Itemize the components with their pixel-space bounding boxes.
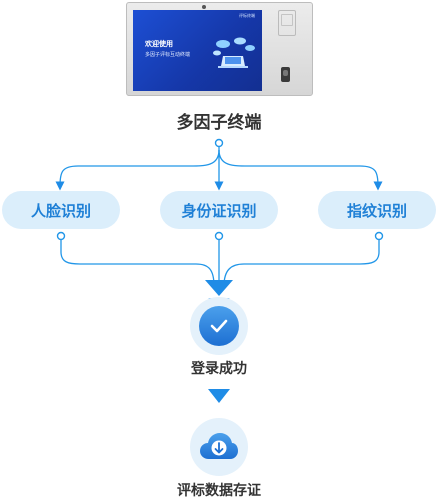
merge-from-face [60, 236, 215, 287]
check-shield-icon [199, 306, 239, 346]
evaluation-data-node [190, 418, 248, 476]
fingerprint-scanner-icon [281, 67, 290, 82]
screen-subtitle: 多因子评标互动终端 [145, 52, 191, 58]
evaluation-data-label: 评标数据存证 [177, 483, 261, 499]
face-recognition-pill: 人脸识别 [2, 191, 120, 229]
merge-arrowhead [205, 280, 233, 296]
arrow-to-fingerprint [218, 149, 383, 191]
arrow-to-face [55, 149, 220, 191]
screen-title: 欢迎使用 [145, 40, 173, 48]
arrow-to-evaluation [208, 389, 230, 403]
fingerprint-node-dot [374, 231, 384, 241]
device-node-dot [214, 138, 224, 148]
id-card-recognition-pill: 身份证识别 [160, 191, 278, 229]
login-success-node [190, 297, 248, 355]
sensor-panel [278, 10, 296, 36]
cloud-download-icon [199, 427, 239, 467]
fingerprint-recognition-pill: 指纹识别 [318, 191, 436, 229]
login-success-label: 登录成功 [191, 361, 247, 377]
face-node-dot [56, 231, 66, 241]
terminal-device: 评标终端 欢迎使用 多因子评标互动终端 [126, 2, 313, 96]
device-label: 多因子终端 [176, 113, 262, 133]
id-card-node-dot [214, 231, 224, 241]
screen-brand: 评标终端 [239, 13, 255, 18]
laptop-cloud-illustration-icon [213, 37, 255, 68]
card-reader-icon [281, 14, 293, 26]
camera-icon [202, 5, 206, 9]
device-screen: 评标终端 欢迎使用 多因子评标互动终端 [133, 10, 262, 91]
merge-from-fingerprint [223, 236, 380, 287]
